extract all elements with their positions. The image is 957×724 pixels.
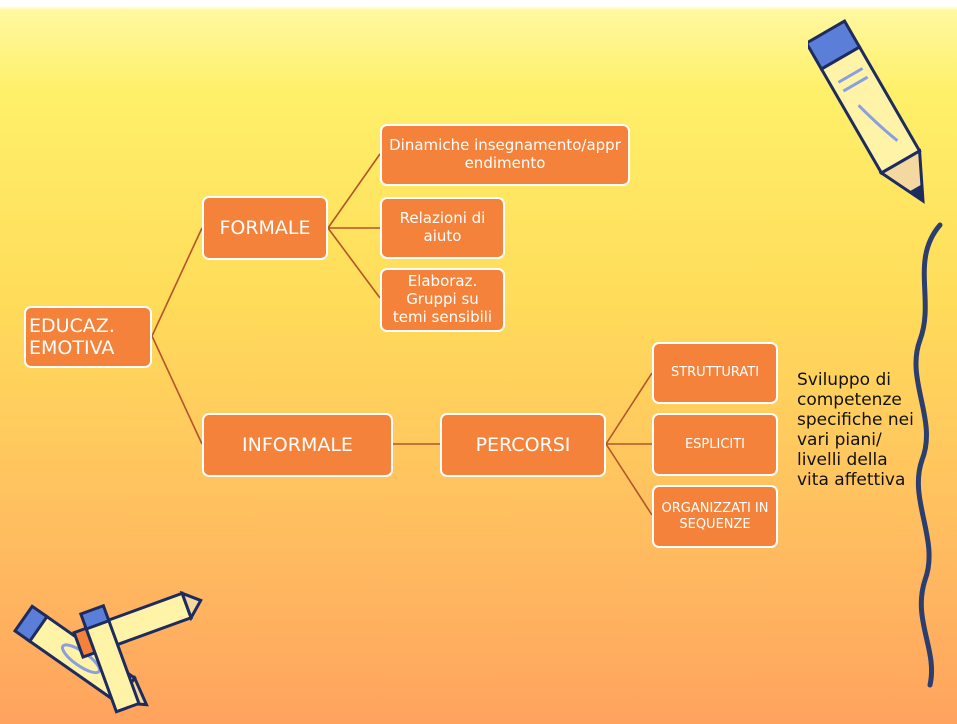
pencil-icon bbox=[808, 19, 925, 204]
node-strutturati-label: STRUTTURATI bbox=[670, 365, 760, 381]
node-espliciti-label: ESPLICITI bbox=[684, 436, 746, 452]
node-root: EDUCAZ. EMOTIVA bbox=[24, 306, 152, 368]
connector-percorsi-strutturati bbox=[605, 372, 653, 445]
node-elaboraz-label: Elaboraz. Gruppi su temi sensibili bbox=[392, 272, 493, 326]
connector-percorsi-organizzati bbox=[605, 443, 653, 516]
node-formale-label: FORMALE bbox=[219, 216, 311, 239]
node-espliciti: ESPLICITI bbox=[652, 413, 778, 476]
node-elaboraz: Elaboraz. Gruppi su temi sensibili bbox=[380, 268, 505, 332]
node-relazioni-label: Relazioni di aiuto bbox=[399, 209, 486, 245]
connector-root-informale bbox=[151, 335, 203, 445]
node-root-label: EDUCAZ. EMOTIVA bbox=[29, 314, 115, 359]
node-organizzati: ORGANIZZATI IN SEQUENZE bbox=[652, 485, 778, 548]
node-dinamiche-label: Dinamiche insegnamento/apprendimento bbox=[389, 136, 621, 172]
node-informale: INFORMALE bbox=[202, 413, 393, 477]
side-note: Sviluppo di competenze specifiche nei va… bbox=[797, 370, 914, 491]
node-informale-label: INFORMALE bbox=[242, 433, 353, 456]
node-percorsi-label: PERCORSI bbox=[475, 433, 571, 456]
crayons-icon bbox=[12, 590, 203, 714]
node-percorsi: PERCORSI bbox=[440, 413, 606, 477]
node-relazioni: Relazioni di aiuto bbox=[380, 197, 505, 259]
node-dinamiche: Dinamiche insegnamento/apprendimento bbox=[380, 124, 630, 186]
node-organizzati-label: ORGANIZZATI IN SEQUENZE bbox=[661, 501, 769, 532]
connector-formale-dinamiche bbox=[327, 153, 381, 229]
node-formale: FORMALE bbox=[202, 196, 328, 260]
connector-root-formale bbox=[151, 227, 203, 337]
wavy-line-decoration bbox=[913, 222, 943, 688]
node-strutturati: STRUTTURATI bbox=[652, 342, 778, 404]
connector-formale-elaboraz bbox=[327, 227, 381, 299]
